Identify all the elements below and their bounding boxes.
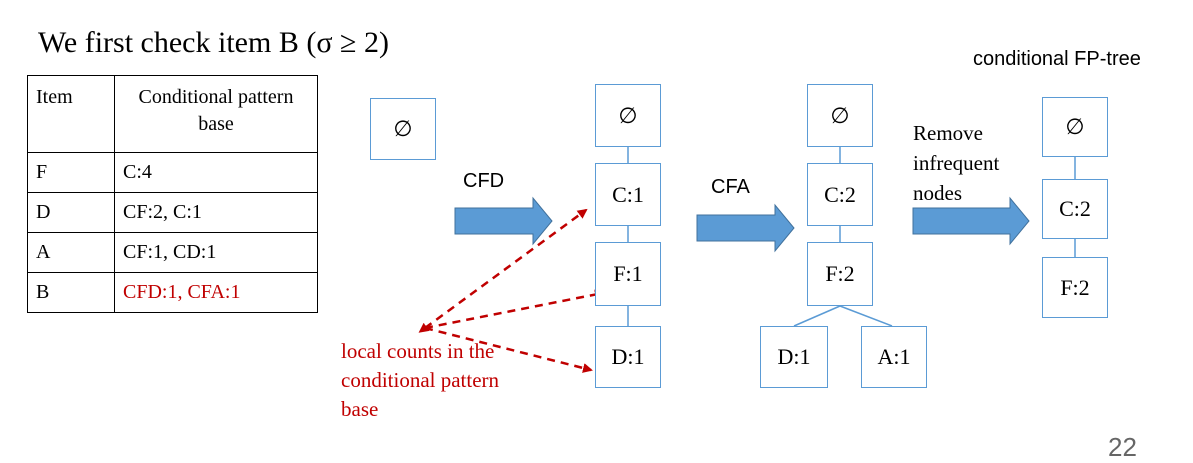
- cfd-node-c: C:1: [595, 163, 661, 226]
- table-cell-item: B: [27, 272, 115, 313]
- table-cell-base-highlighted: CFD:1, CFA:1: [114, 272, 318, 313]
- arrow-cfd: [454, 196, 553, 246]
- page-number: 22: [1108, 432, 1137, 462]
- table-cell-item: A: [27, 232, 115, 273]
- cfa-node-c: C:2: [807, 163, 873, 226]
- cfa-arrow-label: CFA: [711, 176, 750, 198]
- table-cell-base: CF:2, C:1: [114, 192, 318, 233]
- annotation-arrow-f: [424, 289, 605, 330]
- conditional-pattern-base-table: Item Conditional pattern base F C:4 D CF…: [27, 75, 318, 313]
- empty-tree-root-node: ∅: [370, 98, 436, 160]
- local-counts-annotation: local counts in the conditional pattern …: [341, 339, 500, 421]
- cond-root-node: ∅: [1042, 97, 1108, 157]
- table-cell-item: F: [27, 152, 115, 193]
- table-row: D CF:2, C:1: [27, 192, 318, 233]
- slide-title: We first check item B (σ ≥ 2): [38, 26, 389, 59]
- table-row: B CFD:1, CFA:1: [27, 272, 318, 313]
- cfa-root-node: ∅: [807, 84, 873, 147]
- cfd-node-f: F:1: [595, 242, 661, 306]
- header-conditional-pattern-base: Conditional pattern base: [114, 75, 318, 153]
- annotation-arrow-d: [424, 326, 593, 373]
- edge-cfa-f-d: [793, 305, 841, 327]
- cfd-arrow-label: CFD: [463, 170, 505, 192]
- conditional-fp-tree-title: conditional FP-tree: [973, 48, 1141, 70]
- table-cell-base: C:4: [114, 152, 318, 193]
- table-row: F C:4: [27, 152, 318, 193]
- remove-infrequent-label: Remove infrequent nodes: [913, 121, 1000, 205]
- arrow-cfa: [696, 203, 795, 253]
- cfd-root-node: ∅: [595, 84, 661, 147]
- cfa-node-d: D:1: [760, 326, 828, 388]
- table-header-row: Item Conditional pattern base: [27, 75, 318, 153]
- table-row: A CF:1, CD:1: [27, 232, 318, 273]
- annotation-arrow-c: [418, 208, 588, 333]
- cond-node-c: C:2: [1042, 179, 1108, 239]
- diagram-connectors: [418, 147, 1076, 373]
- cfd-node-d: D:1: [595, 326, 661, 388]
- table-cell-item: D: [27, 192, 115, 233]
- cfa-node-a: A:1: [861, 326, 927, 388]
- edge-cfa-f-a: [839, 305, 893, 327]
- cfa-node-f: F:2: [807, 242, 873, 306]
- cond-node-f: F:2: [1042, 257, 1108, 318]
- arrow-remove: [912, 196, 1030, 246]
